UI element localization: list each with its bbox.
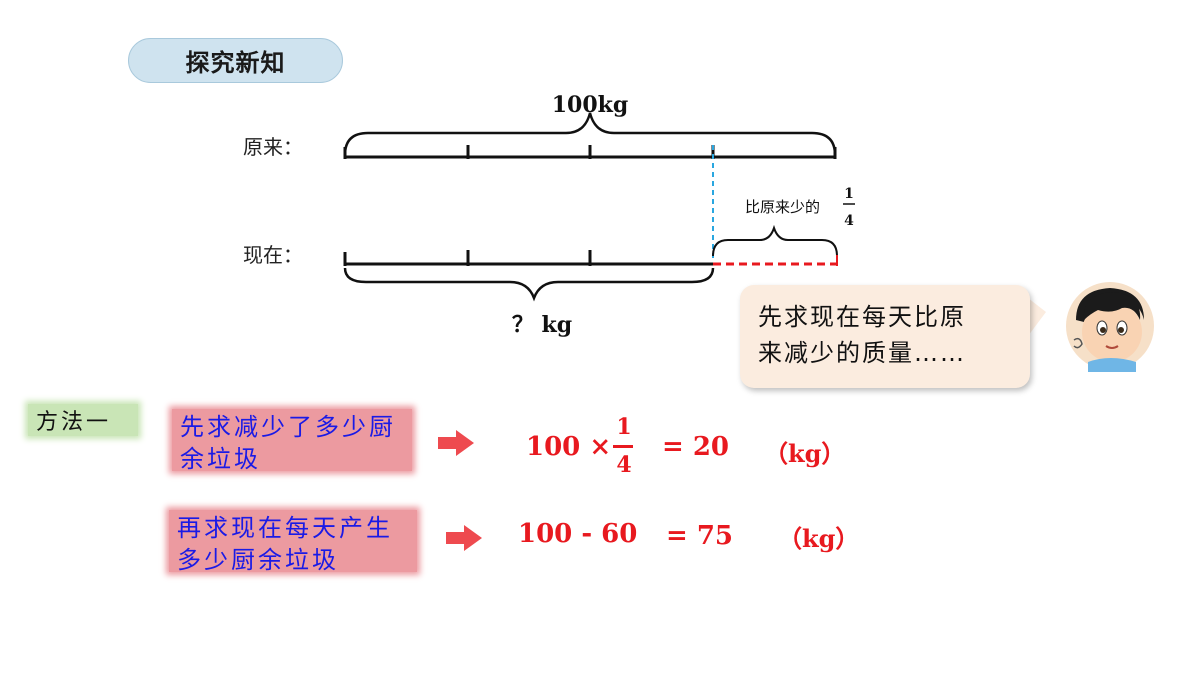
step-2-formula: 100 - 60 [518, 519, 638, 549]
step-2-result: = 75 [666, 521, 734, 551]
now-label: 现在： [243, 243, 303, 267]
method-label: 方法一 [36, 410, 112, 435]
section-title: 探究新知 [185, 49, 286, 77]
top-brace [343, 112, 837, 156]
step-1-box: 先求减少了多少厨 余垃圾 [172, 409, 412, 473]
bottom-brace [343, 267, 715, 302]
speech-line-1: 先求现在每天比原 [758, 303, 966, 331]
line-segment-diagram: 100kg 原来： 比原来少的 1 4 现在： ？ kg [243, 92, 855, 338]
step-1-fraction-denominator: 4 [616, 452, 632, 478]
speech-line-2: 来减少的质量…… [758, 339, 966, 367]
right-arrow-icon [446, 525, 482, 551]
reduction-label: 比原来少的 [745, 198, 820, 216]
boy-thinking-avatar [1066, 282, 1154, 372]
speech-bubble-tail [1028, 298, 1046, 336]
step-1-result: = 20 [662, 432, 730, 462]
step-2-box: 再求现在每天产生 多少厨余垃圾 [169, 510, 417, 574]
step-1-formula-left: 100 × [526, 432, 612, 462]
unknown-label: ？ kg [512, 312, 572, 338]
right-arrow-icon [438, 430, 474, 456]
step-1-fraction-bar [613, 445, 633, 448]
total-label: 100kg [552, 92, 629, 118]
step-1-fraction-numerator: 1 [616, 414, 632, 440]
speech-bubble: 先求现在每天比原 来减少的质量…… [740, 285, 1030, 388]
step-2-line-1: 再求现在每天产生 [177, 514, 393, 542]
section-title-pill: 探究新知 [128, 38, 343, 83]
original-label: 原来： [243, 135, 303, 159]
method-label-tag: 方法一 [28, 404, 138, 436]
step-2-line-2: 多少厨余垃圾 [177, 546, 339, 574]
step-1-line-1: 先求减少了多少厨 [180, 413, 396, 441]
step-2-unit: （kg） [778, 524, 860, 553]
reduction-brace [712, 224, 838, 257]
reduction-fraction-denominator: 4 [844, 213, 854, 229]
reduction-fraction-numerator: 1 [844, 186, 854, 202]
step-1-line-2: 余垃圾 [180, 445, 261, 473]
step-1-unit: （kg） [764, 439, 846, 468]
